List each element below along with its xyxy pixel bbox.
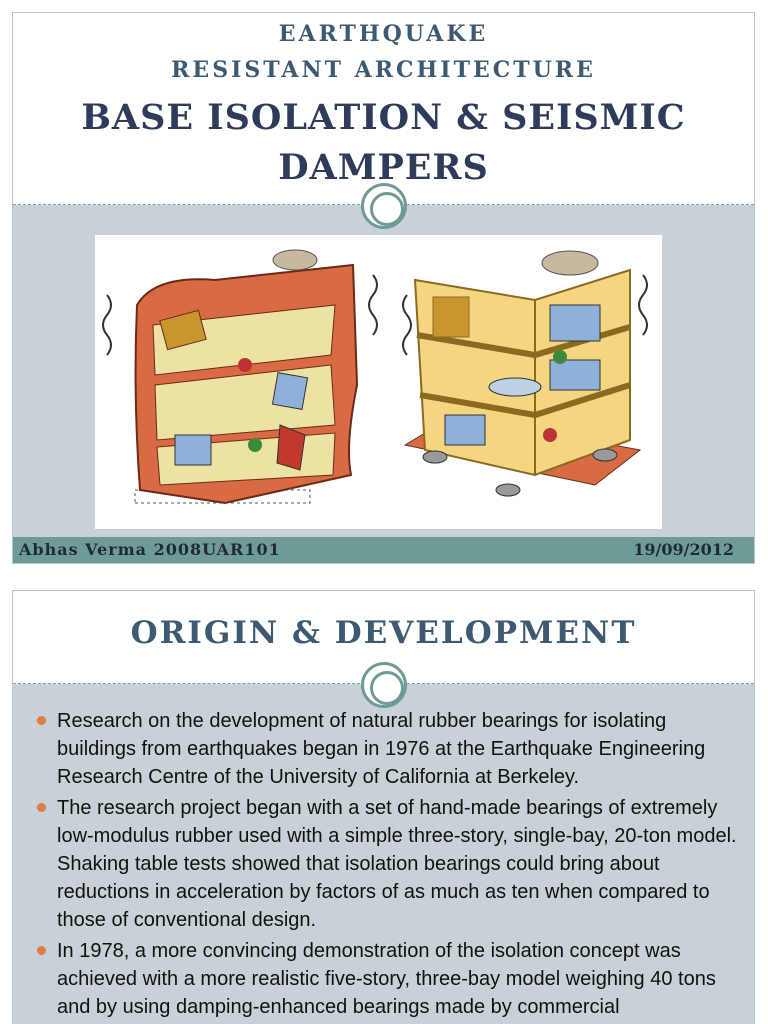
- bullet-text: Research on the development of natural r…: [57, 710, 706, 788]
- isolated-building-illustration: [402, 250, 648, 497]
- slide-title: BASE ISOLATION & SEISMIC DAMPERS: [81, 97, 686, 188]
- slide-footer: Abhas Verma 2008UAR101 19/09/2012: [13, 537, 754, 563]
- bullet-item: Research on the development of natural r…: [35, 707, 741, 791]
- subtitle-line-1: EARTHQUAKE: [278, 21, 489, 47]
- subtitle-line-2: RESISTANT ARCHITECTURE: [171, 57, 596, 83]
- bullet-list: Research on the development of natural r…: [35, 707, 741, 1024]
- bullet-dot-icon: [37, 946, 46, 955]
- date: 19/09/2012: [633, 540, 734, 559]
- bullet-text: In 1978, a more convincing demonstration…: [57, 940, 716, 1018]
- ring-ornament-icon: [361, 662, 407, 708]
- title-band: ORIGIN & DEVELOPMENT: [13, 591, 754, 684]
- origin-slide: ORIGIN & DEVELOPMENT Research on the dev…: [12, 590, 755, 1024]
- ring-ornament-icon: [361, 183, 407, 229]
- earthquake-buildings-illustration: [95, 235, 662, 529]
- author-id: Abhas Verma 2008UAR101: [19, 540, 281, 559]
- bullet-item: In 1978, a more convincing demonstration…: [35, 937, 741, 1021]
- title-slide: EARTHQUAKE RESISTANT ARCHITECTURE BASE I…: [12, 12, 755, 564]
- bullet-text: The research project began with a set of…: [57, 797, 737, 931]
- bullet-dot-icon: [37, 716, 46, 725]
- slide-title: ORIGIN & DEVELOPMENT: [130, 615, 637, 651]
- bullet-dot-icon: [37, 803, 46, 812]
- bullet-item: The research project began with a set of…: [35, 794, 741, 934]
- damaged-building-illustration: [102, 249, 378, 505]
- title-band: EARTHQUAKE RESISTANT ARCHITECTURE BASE I…: [13, 13, 754, 205]
